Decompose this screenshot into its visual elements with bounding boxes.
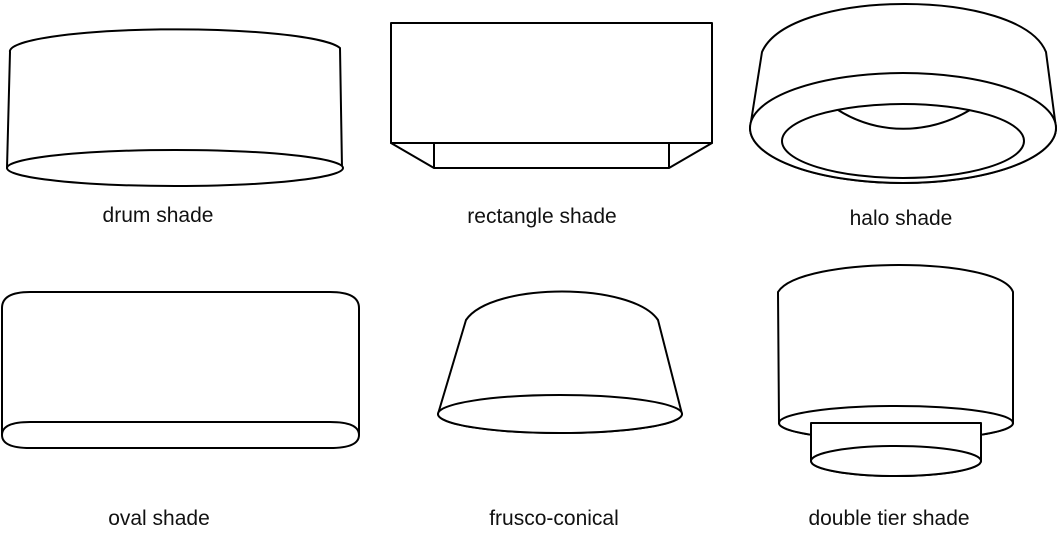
halo-shade-label: halo shade (850, 207, 953, 230)
halo-shade-inner-shadow (837, 109, 971, 130)
rectangle-shade-figure (390, 22, 713, 169)
halo-shade-figure (749, 3, 1057, 184)
oval-shade-figure (1, 291, 360, 449)
drum-shade-figure (6, 28, 344, 187)
frusco-conical-figure (437, 290, 683, 434)
oval-shade-body (1, 291, 360, 449)
halo-shade-inner-ring (781, 103, 1025, 179)
oval-shade-label: oval shade (108, 507, 210, 530)
drum-shade-label: drum shade (103, 204, 214, 227)
double-tier-shade-label: double tier shade (808, 507, 969, 530)
rectangle-shade-body (390, 22, 713, 144)
double-tier-lower-rim (810, 445, 982, 477)
rectangle-shade-label: rectangle shade (467, 205, 616, 228)
frusco-conical-bottom-rim (437, 394, 683, 434)
rectangle-shade-skirt (390, 142, 713, 169)
frusco-conical-label: frusco-conical (489, 507, 619, 530)
oval-shade-bottom-band (1, 421, 360, 436)
drum-shade-bottom-rim (6, 149, 344, 187)
double-tier-shade-figure (777, 264, 1014, 477)
